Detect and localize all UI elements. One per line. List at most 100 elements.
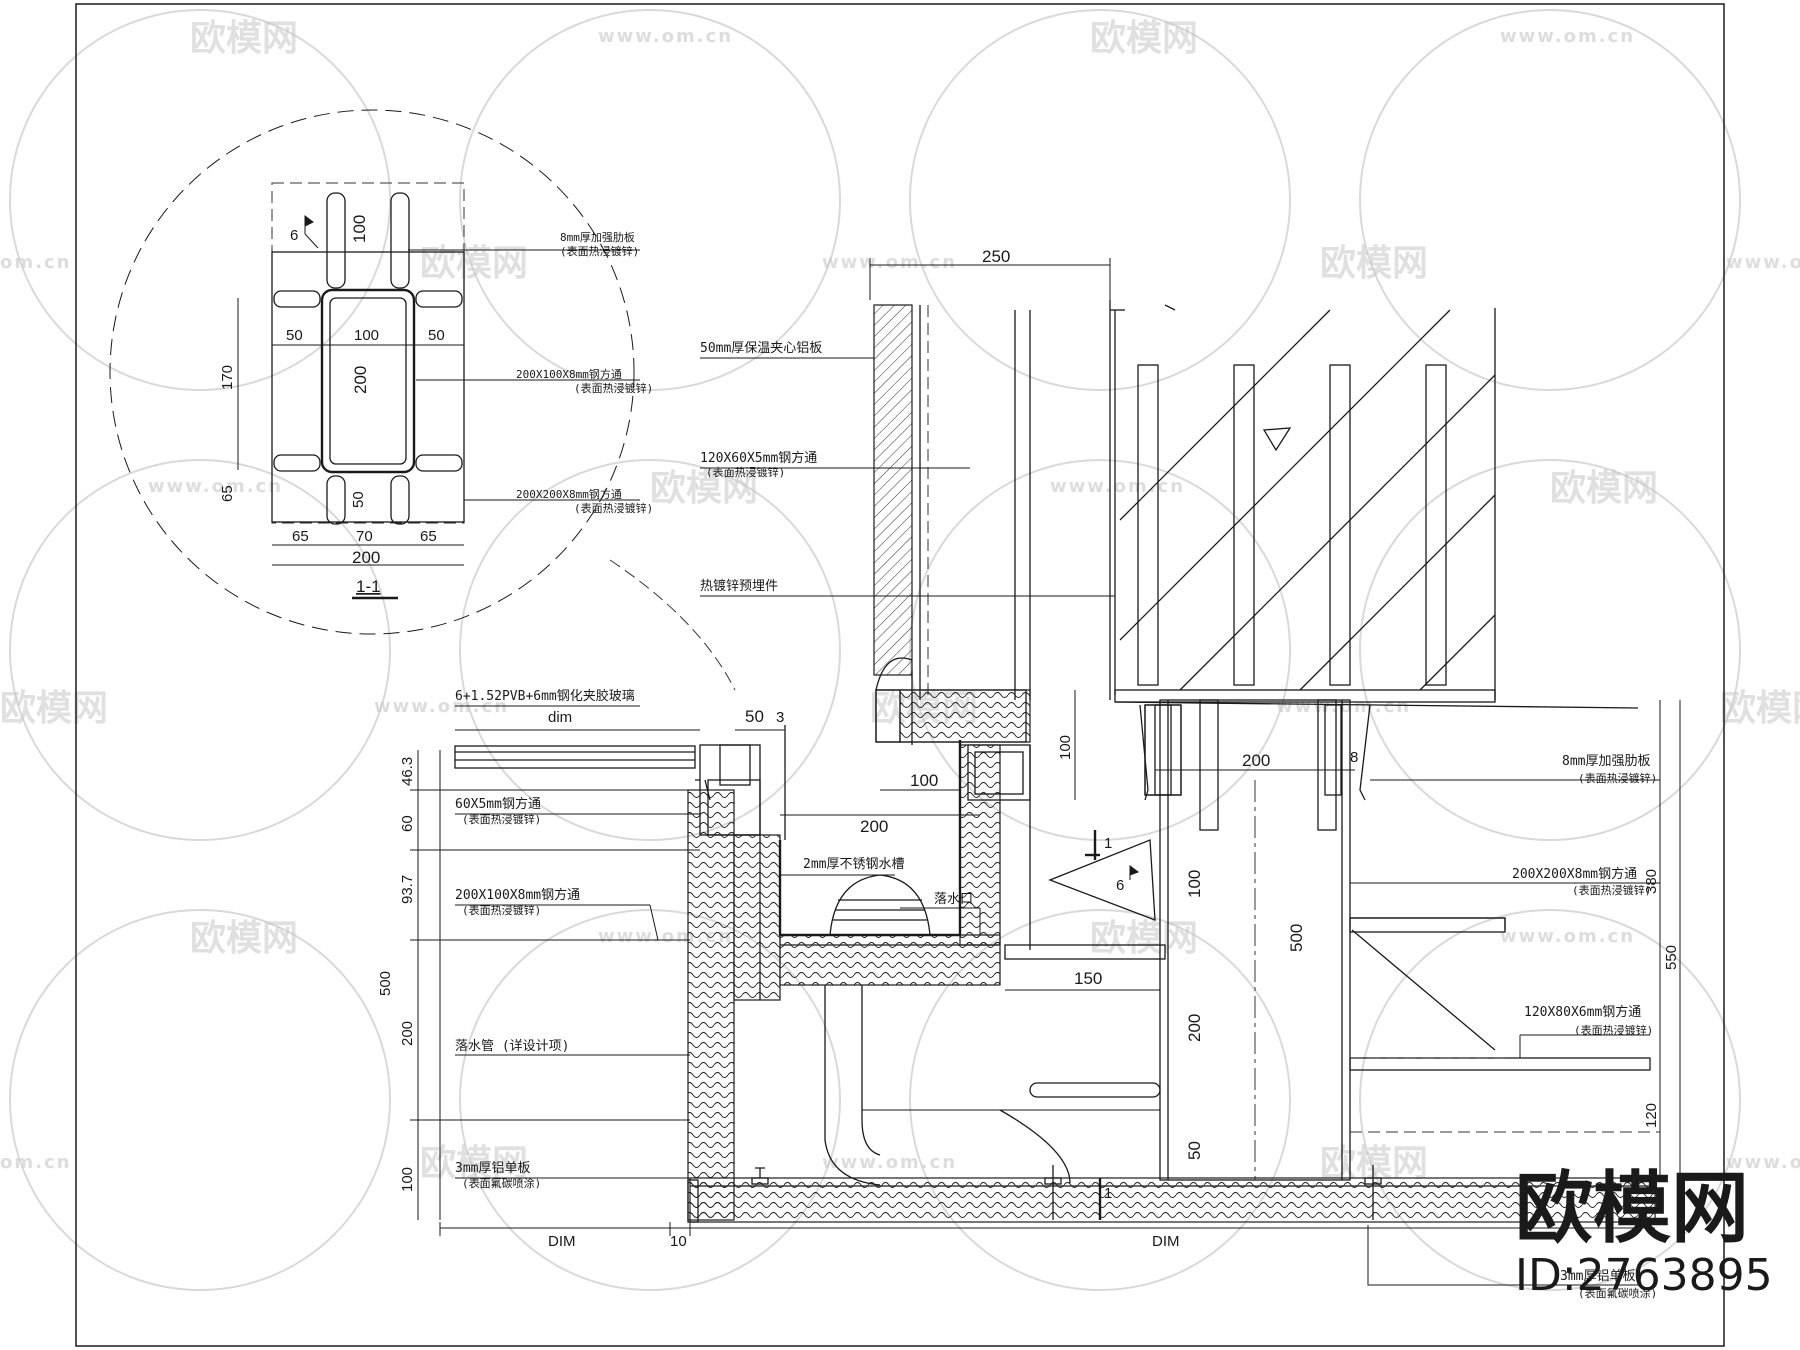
watermark-url: www.om.cn — [1726, 252, 1800, 273]
gutter-outline — [778, 740, 962, 937]
weld-size: 6 — [290, 227, 298, 244]
label-tube-120x80: 120X80X6mm钢方通 — [1524, 1004, 1641, 1020]
watermark-brand: 欧模网 — [1090, 918, 1198, 959]
dim-200-inner: 200 — [351, 366, 370, 394]
dim-380: 380 — [1643, 869, 1660, 894]
label-embed: 热镀锌预埋件 — [700, 578, 778, 594]
label-tube-60x5: 60X5mm钢方通 — [455, 796, 541, 812]
label-tube-200x200-r: 200X200X8mm钢方通 — [1512, 866, 1637, 882]
label-tube-200x100-main-finish: (表面热浸镀锌) — [462, 903, 541, 917]
label-alu-plate-finish: (表面氟碳喷涂) — [462, 1176, 541, 1190]
dim-DIM-2: DIM — [1152, 1233, 1180, 1250]
label-tube-200x200: 200X200X8mm钢方通 — [516, 487, 622, 501]
dim-50-frame: 50 — [745, 707, 764, 726]
dim-200-embed: 200 — [1242, 751, 1270, 770]
detail-1-1: 6 100 50 100 50 200 170 65 50 65 70 65 2… — [109, 109, 736, 691]
label-rib-plate-r-finish: (表面热浸镀锌) — [1578, 771, 1657, 785]
watermark-url: www.om.cn — [598, 26, 733, 47]
dim-46-3: 46.3 — [399, 757, 416, 786]
brand-logo: 欧模网 ID:2763895 — [1515, 1164, 1773, 1301]
dim-3-frame: 3 — [776, 709, 784, 726]
watermark-brand: 欧模网 — [0, 688, 108, 729]
watermark-brand: 欧模网 — [1550, 468, 1658, 509]
bottom-alu-plate — [689, 1177, 1656, 1223]
label-gutter: 2mm厚不锈钢水槽 — [803, 857, 904, 872]
watermark-url: www.om.cn — [148, 476, 283, 497]
dim-50-right: 50 — [428, 327, 445, 344]
watermark-url: www.om.cn — [374, 696, 509, 717]
dim-200-tube: 200 — [1185, 1014, 1204, 1042]
watermark-url: om.cn — [0, 1152, 71, 1173]
label-rib-plate-finish: (表面热浸镀锌) — [560, 244, 639, 258]
watermark-brand: 欧模网 — [650, 468, 758, 509]
watermark-url: www.om.cn — [1276, 696, 1411, 717]
watermark-brand: 欧模网 — [1720, 688, 1800, 729]
label-tube-200x200-finish: (表面热浸镀锌) — [574, 501, 653, 515]
concrete-hatch — [1119, 309, 1496, 691]
anchor-bar-1 — [1137, 364, 1159, 686]
dim-100-left: 100 — [399, 1167, 416, 1192]
main-section: 250 — [377, 247, 1681, 1300]
watermark-url: om.cn — [0, 252, 71, 273]
label-alu-plate-r: 3mm厚铝单板 — [1560, 1269, 1635, 1284]
dim-500-tube: 500 — [1287, 924, 1306, 952]
dim-170: 170 — [219, 365, 236, 390]
watermark-layer: 欧模网 www.om.cn 欧模网 www.om.cn om.cn 欧模网 ww… — [0, 9, 1800, 1291]
watermark-brand: 欧模网 — [1320, 1143, 1428, 1184]
label-tube-200x200-r-finish: (表面热浸镀锌) — [1572, 883, 1651, 897]
dim-50-vert: 50 — [350, 491, 367, 508]
dim-65-left: 65 — [219, 485, 236, 502]
dim-DIM-1: DIM — [548, 1233, 576, 1250]
dim-100-tube: 100 — [1185, 870, 1204, 898]
dim-70-b: 70 — [356, 528, 373, 545]
dim-65-b1: 65 — [292, 528, 309, 545]
watermark-brand: 欧模网 — [190, 18, 298, 59]
weld-6-main: 6 — [1116, 877, 1124, 894]
dim-100-embed: 100 — [1057, 735, 1074, 760]
dim-dim-a: dim — [548, 709, 572, 726]
detail-leader — [609, 559, 736, 691]
label-alu-plate: 3mm厚铝单板 — [455, 1161, 530, 1176]
dim-100-gutter: 100 — [910, 771, 938, 790]
section-mark: 1-1 — [356, 577, 381, 596]
dim-100-mid: 100 — [354, 327, 379, 344]
watermark-brand: 欧模网 — [420, 1143, 528, 1184]
logo-id: ID:2763895 — [1515, 1250, 1773, 1301]
watermark-url: www.om.cn — [1726, 1152, 1800, 1173]
anchor-bar-4 — [1425, 364, 1447, 686]
label-tube-120x60: 120X60X5mm钢方通 — [700, 450, 817, 466]
watermark-url: www.om.cn — [822, 1152, 957, 1173]
watermark-url: www.om.cn — [822, 252, 957, 273]
rib-plate-top-right — [390, 192, 410, 289]
label-rib-plate: 8mm厚加强肋板 — [560, 230, 635, 244]
label-tube-60x5-finish: (表面热浸镀锌) — [462, 812, 541, 826]
bottom-fasteners — [751, 1165, 1382, 1220]
dim-93-7: 93.7 — [399, 875, 416, 904]
dim-250-top: 250 — [982, 247, 1010, 266]
label-drain-outlet: 落水口 — [934, 892, 973, 907]
section-cut-1: 1 — [1104, 835, 1112, 852]
rib-plate-bottom-right — [390, 475, 410, 525]
dim-60-left: 60 — [399, 815, 416, 832]
logo-brand: 欧模网 — [1515, 1164, 1749, 1254]
watermark-brand: 欧模网 — [1090, 18, 1198, 59]
cut-1-bottom: 1 — [1104, 1185, 1112, 1202]
anchor-bar-2 — [1233, 364, 1255, 686]
watermark-url: www.om.cn — [1500, 926, 1635, 947]
watermark-brand: 欧模网 — [190, 918, 298, 959]
label-alu-plate-r-finish: (表面氟碳喷涂) — [1578, 1286, 1657, 1300]
watermark-brand: 欧模网 — [420, 243, 528, 284]
label-drain-pipe: 落水管 (详设计项) — [455, 1039, 569, 1054]
dim-200-bottom: 200 — [352, 548, 380, 567]
label-tube-120x80-finish: (表面热浸镀锌) — [1574, 1023, 1653, 1037]
dim-150: 150 — [1074, 969, 1102, 988]
insulation-wall-left — [687, 789, 735, 1221]
label-glass: 6+1.52PVB+6mm钢化夹胶玻璃 — [455, 688, 635, 704]
label-tube-120x60-finish: (表面热浸镀锌) — [706, 465, 785, 479]
dim-50-tube: 50 — [1185, 1141, 1204, 1160]
watermark-brand: 欧模网 — [1320, 243, 1428, 284]
gutter-insulation — [779, 934, 1001, 986]
dim-50-left: 50 — [286, 327, 303, 344]
anchor-bar-3 — [1329, 364, 1351, 686]
